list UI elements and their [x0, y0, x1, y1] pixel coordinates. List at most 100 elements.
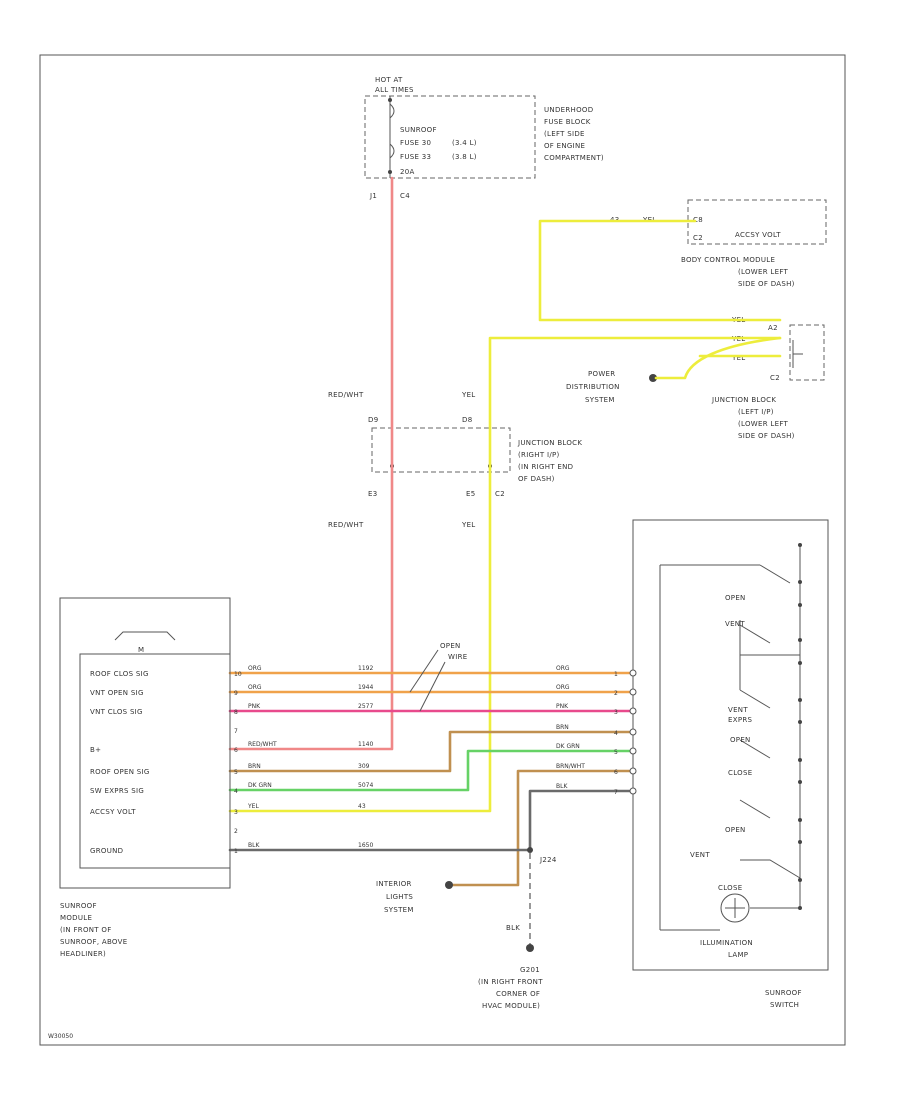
- wire-color-label: RED/WHT: [248, 741, 277, 748]
- switch-pin-number: 1: [614, 671, 618, 678]
- body-control-module: C8 C2 ACCSY VOLT 43 YEL BODY CONTROL MOD…: [610, 199, 827, 288]
- module-pin-label: B+: [90, 746, 101, 754]
- module-desc-5: HEADLINER): [60, 950, 106, 958]
- module-pin-label: VNT OPEN SIG: [90, 689, 144, 697]
- switch-contact-dot: [798, 818, 802, 822]
- module-pin-label: ROOF OPEN SIG: [90, 768, 150, 776]
- module-pin-number: 3: [234, 809, 238, 816]
- switch-pin-number: 4: [614, 730, 618, 737]
- switch-outline: [632, 519, 829, 971]
- open-wire-leader-1: [409, 649, 439, 693]
- yellow-wire-accsy-volt: [228, 336, 782, 813]
- switch-wire-color-label: DK GRN: [556, 743, 580, 750]
- wire-circuit-number: 1192: [358, 665, 373, 672]
- module-desc-4: SUNROOF, ABOVE: [60, 938, 127, 946]
- brown-wire-roof-open: [228, 730, 632, 773]
- splice-j224: J224 BLK G201 (IN RIGHT FRONT CORNER OF …: [478, 847, 557, 1010]
- switch-contact-dot: [798, 758, 802, 762]
- jb-left-connector: C2: [770, 374, 780, 382]
- fuse-desc-1: UNDERHOOD: [544, 106, 593, 114]
- module-pin-number: 9: [234, 690, 238, 697]
- module-desc-3: (IN FRONT OF: [60, 926, 112, 934]
- wire-circuit-number: 5074: [358, 782, 373, 789]
- module-pin-number: 1: [234, 848, 238, 855]
- jb-right-desc-2: (RIGHT I/P): [518, 451, 560, 459]
- wire-circuit-number: 1944: [358, 684, 373, 691]
- illumination-lamp-icon: [720, 893, 750, 923]
- module-pin-number: 6: [234, 747, 238, 754]
- jb-left-desc-3: (LOWER LEFT: [738, 420, 789, 428]
- bcm-desc-1: BODY CONTROL MODULE: [681, 256, 775, 264]
- switch-pin-number: 3: [614, 709, 618, 716]
- sunroof-module: M SUNROOF MODULE (IN FRONT OF SUNROOF, A…: [59, 597, 242, 958]
- power-dist-1: POWER: [588, 370, 615, 378]
- switch-terminal: [629, 707, 637, 715]
- jb-left-pin: A2: [768, 324, 778, 332]
- jb-right-pin-d8: D8: [462, 416, 472, 424]
- jb-right-wire-top-left: RED/WHT: [328, 391, 364, 399]
- motor-bracket: [114, 631, 176, 641]
- jb-right-outline: [371, 427, 511, 473]
- open-wire-2: WIRE: [448, 653, 467, 661]
- lamp-filament: [725, 898, 745, 918]
- switch-pin-number: 7: [614, 789, 618, 796]
- switch-contact-3: [739, 739, 801, 879]
- ground-desc-2: CORNER OF: [496, 990, 540, 998]
- bcm-outline: [687, 199, 827, 245]
- jb-right-desc-3: (IN RIGHT END: [518, 463, 573, 471]
- junction-block-right-ip: RED/WHT YEL D9 D8 E3 E5 C2 RED/WHT YEL J…: [328, 391, 582, 529]
- wire-circuit-number: 2577: [358, 703, 373, 710]
- interior-lights-system: INTERIOR LIGHTS SYSTEM: [376, 880, 453, 914]
- fuse-pin-j1: J1: [369, 192, 377, 200]
- switch-wire-color-label: PNK: [556, 703, 569, 710]
- switch-position-label: OPEN: [730, 736, 751, 744]
- all-times-label: ALL TIMES: [375, 86, 414, 94]
- underhood-fuse-block: HOT AT ALL TIMES SUNROOF FUSE 30 (3.4 L)…: [364, 76, 604, 200]
- yellow-wire-bcm: [538, 219, 782, 322]
- wire-color-label: BRN: [248, 763, 261, 770]
- wire-harness: [228, 176, 782, 887]
- switch-terminal: [629, 767, 637, 775]
- module-pin-number: 5: [234, 769, 238, 776]
- jb-right-wire-top-right: YEL: [461, 391, 476, 399]
- switch-contact-dot: [798, 720, 802, 724]
- switch-terminal: [629, 728, 637, 736]
- jb-left-wire-3: YEL: [731, 354, 746, 362]
- wire-color-label: ORG: [248, 684, 262, 691]
- open-wire-annotation: OPEN WIRE: [409, 642, 467, 712]
- switch-contact-1: [659, 564, 791, 930]
- jb-right-wire-bottom-right: YEL: [461, 521, 476, 529]
- switch-contact-dot: [798, 840, 802, 844]
- switch-desc-1: SUNROOF: [765, 989, 802, 997]
- switch-position-label: VENT: [690, 851, 710, 859]
- module-pin-label: GROUND: [90, 847, 123, 855]
- hot-at-label: HOT AT: [375, 76, 403, 84]
- module-pin-number: 2: [234, 828, 238, 835]
- splice-name: J224: [539, 856, 557, 864]
- switch-contact-dot: [798, 603, 802, 607]
- module-pin-label: ROOF CLOS SIG: [90, 670, 149, 678]
- switch-wire-color-label: ORG: [556, 665, 570, 672]
- interior-lights-3: SYSTEM: [384, 906, 414, 914]
- module-pin-label: ACCSY VOLT: [90, 808, 136, 816]
- switch-terminal: [629, 669, 637, 677]
- switch-wire-color-label: BRN/WHT: [556, 763, 585, 770]
- sunroof-switch: ILLUMINATION LAMP SUNROOF SWITCH 1234567…: [614, 519, 829, 1009]
- sunroof-module-outer: [59, 597, 231, 889]
- green-wire-express: [228, 749, 632, 792]
- lamp-label-2: LAMP: [728, 951, 748, 959]
- module-pin-label: VNT CLOS SIG: [90, 708, 143, 716]
- switch-contact-dot: [798, 580, 802, 584]
- switch-position-label: VENT: [728, 706, 748, 714]
- jb-right-desc-4: OF DASH): [518, 475, 555, 483]
- fuse-symbol-bottom: [389, 143, 395, 159]
- wire-color-label: PNK: [248, 703, 261, 710]
- red-white-wire-b-plus: [228, 176, 394, 751]
- switch-terminal: [629, 688, 637, 696]
- power-distribution-system: POWER DISTRIBUTION SYSTEM: [566, 370, 657, 404]
- ground-wire-color: BLK: [506, 924, 520, 932]
- wire-color-label: ORG: [248, 665, 262, 672]
- sunroof-module-inner: [79, 653, 231, 869]
- jb-left-desc-1: JUNCTION BLOCK: [711, 396, 776, 404]
